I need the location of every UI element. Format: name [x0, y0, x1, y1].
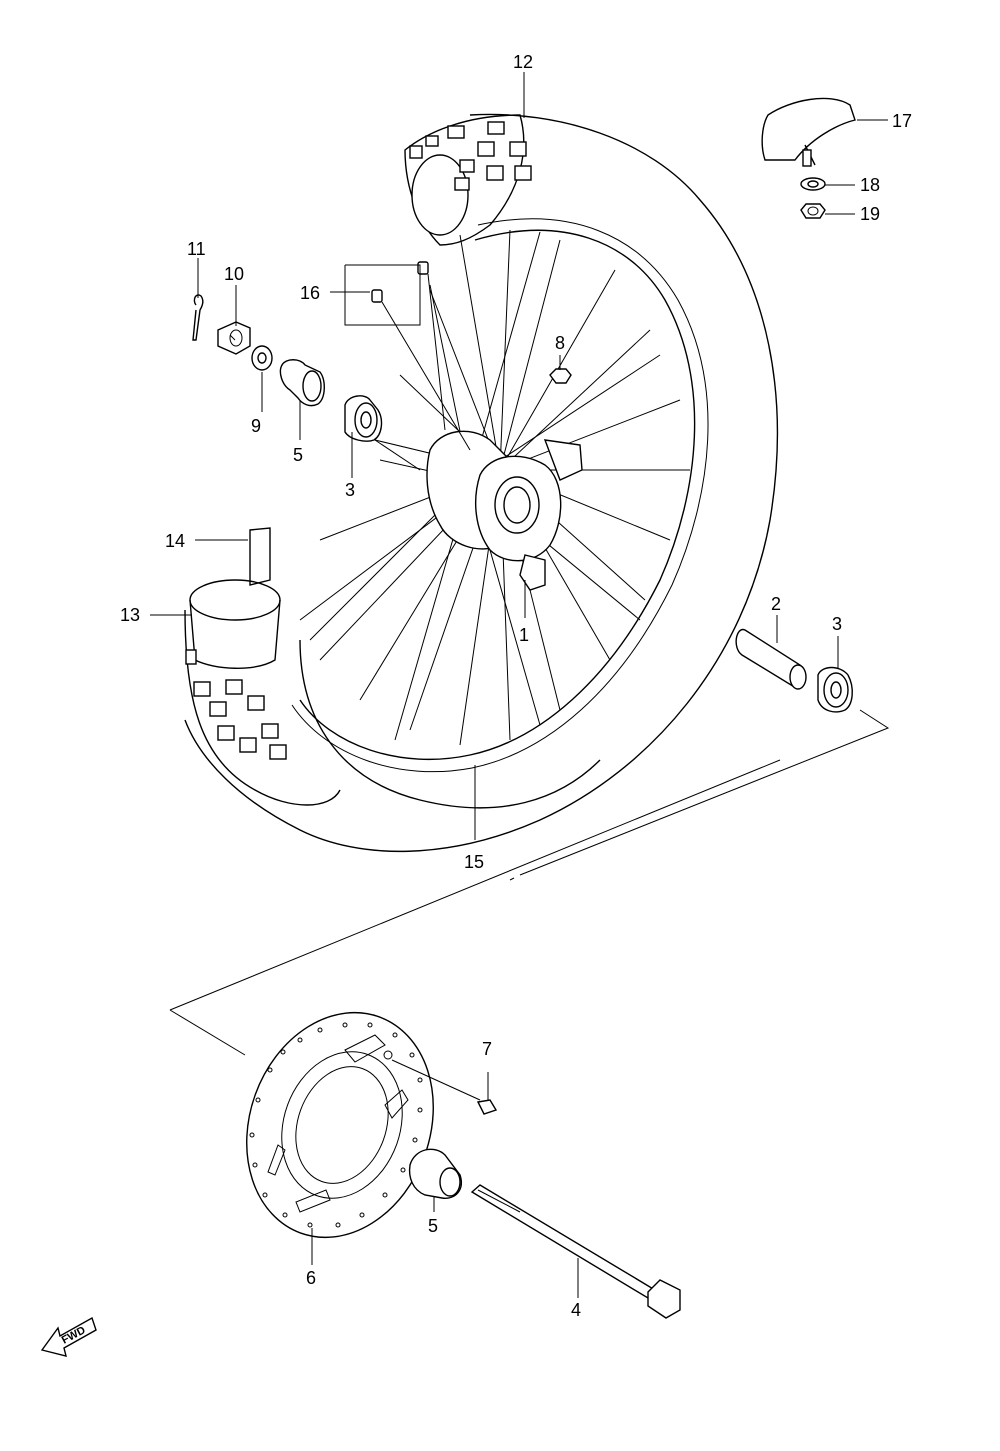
- balancer-weight: [761, 97, 856, 167]
- rim-section: [184, 527, 341, 806]
- disc-bolt: [391, 1059, 498, 1115]
- callout-5-lower: 5: [428, 1216, 438, 1236]
- callout-3-upper: 3: [345, 480, 355, 500]
- callout-7: 7: [482, 1039, 492, 1059]
- assembly-guide-lines: [169, 264, 890, 1056]
- callouts: 12 17 18 19 11 10 16 8 9 5 3 14 13 1 2 3…: [120, 52, 912, 1320]
- disc-nut: [549, 368, 572, 384]
- cotter-pin: [192, 294, 204, 341]
- callout-3-lower: 3: [832, 614, 842, 634]
- disc-holes: [249, 1022, 423, 1228]
- callout-6: 6: [306, 1268, 316, 1288]
- callout-2: 2: [771, 594, 781, 614]
- callout-12: 12: [513, 52, 533, 72]
- callout-5-upper: 5: [293, 445, 303, 465]
- axle-shaft: [470, 1184, 681, 1319]
- callout-1: 1: [519, 625, 529, 645]
- tire: [184, 113, 778, 853]
- bearing-upper: [344, 395, 383, 442]
- valve-nut: [800, 203, 826, 219]
- bearing-lower: [817, 666, 853, 713]
- washer: [251, 345, 273, 371]
- brake-disc: [246, 1011, 434, 1239]
- hub: [426, 430, 583, 591]
- callout-14: 14: [165, 531, 185, 551]
- tread-blocks-lower: [185, 649, 287, 760]
- callout-16: 16: [300, 283, 320, 303]
- collar-lower: [408, 1148, 462, 1199]
- callout-9: 9: [251, 416, 261, 436]
- callout-11: 11: [187, 239, 206, 259]
- callout-18: 18: [860, 175, 880, 195]
- callout-10: 10: [224, 264, 244, 284]
- tread-blocks-upper: [409, 121, 532, 191]
- callout-4: 4: [571, 1300, 581, 1320]
- spoke-nipples: [371, 261, 471, 451]
- callout-19: 19: [860, 204, 880, 224]
- valve-washer: [800, 177, 826, 191]
- callout-17: 17: [892, 111, 912, 131]
- spacer-lower: [735, 628, 807, 690]
- spacer-upper: [279, 359, 325, 407]
- axle-nut: [217, 321, 251, 355]
- fwd-arrow: FWD: [40, 1316, 97, 1357]
- callout-8: 8: [555, 333, 565, 353]
- callout-15: 15: [464, 852, 484, 872]
- callout-13: 13: [120, 605, 140, 625]
- leader-lines: [150, 72, 888, 1298]
